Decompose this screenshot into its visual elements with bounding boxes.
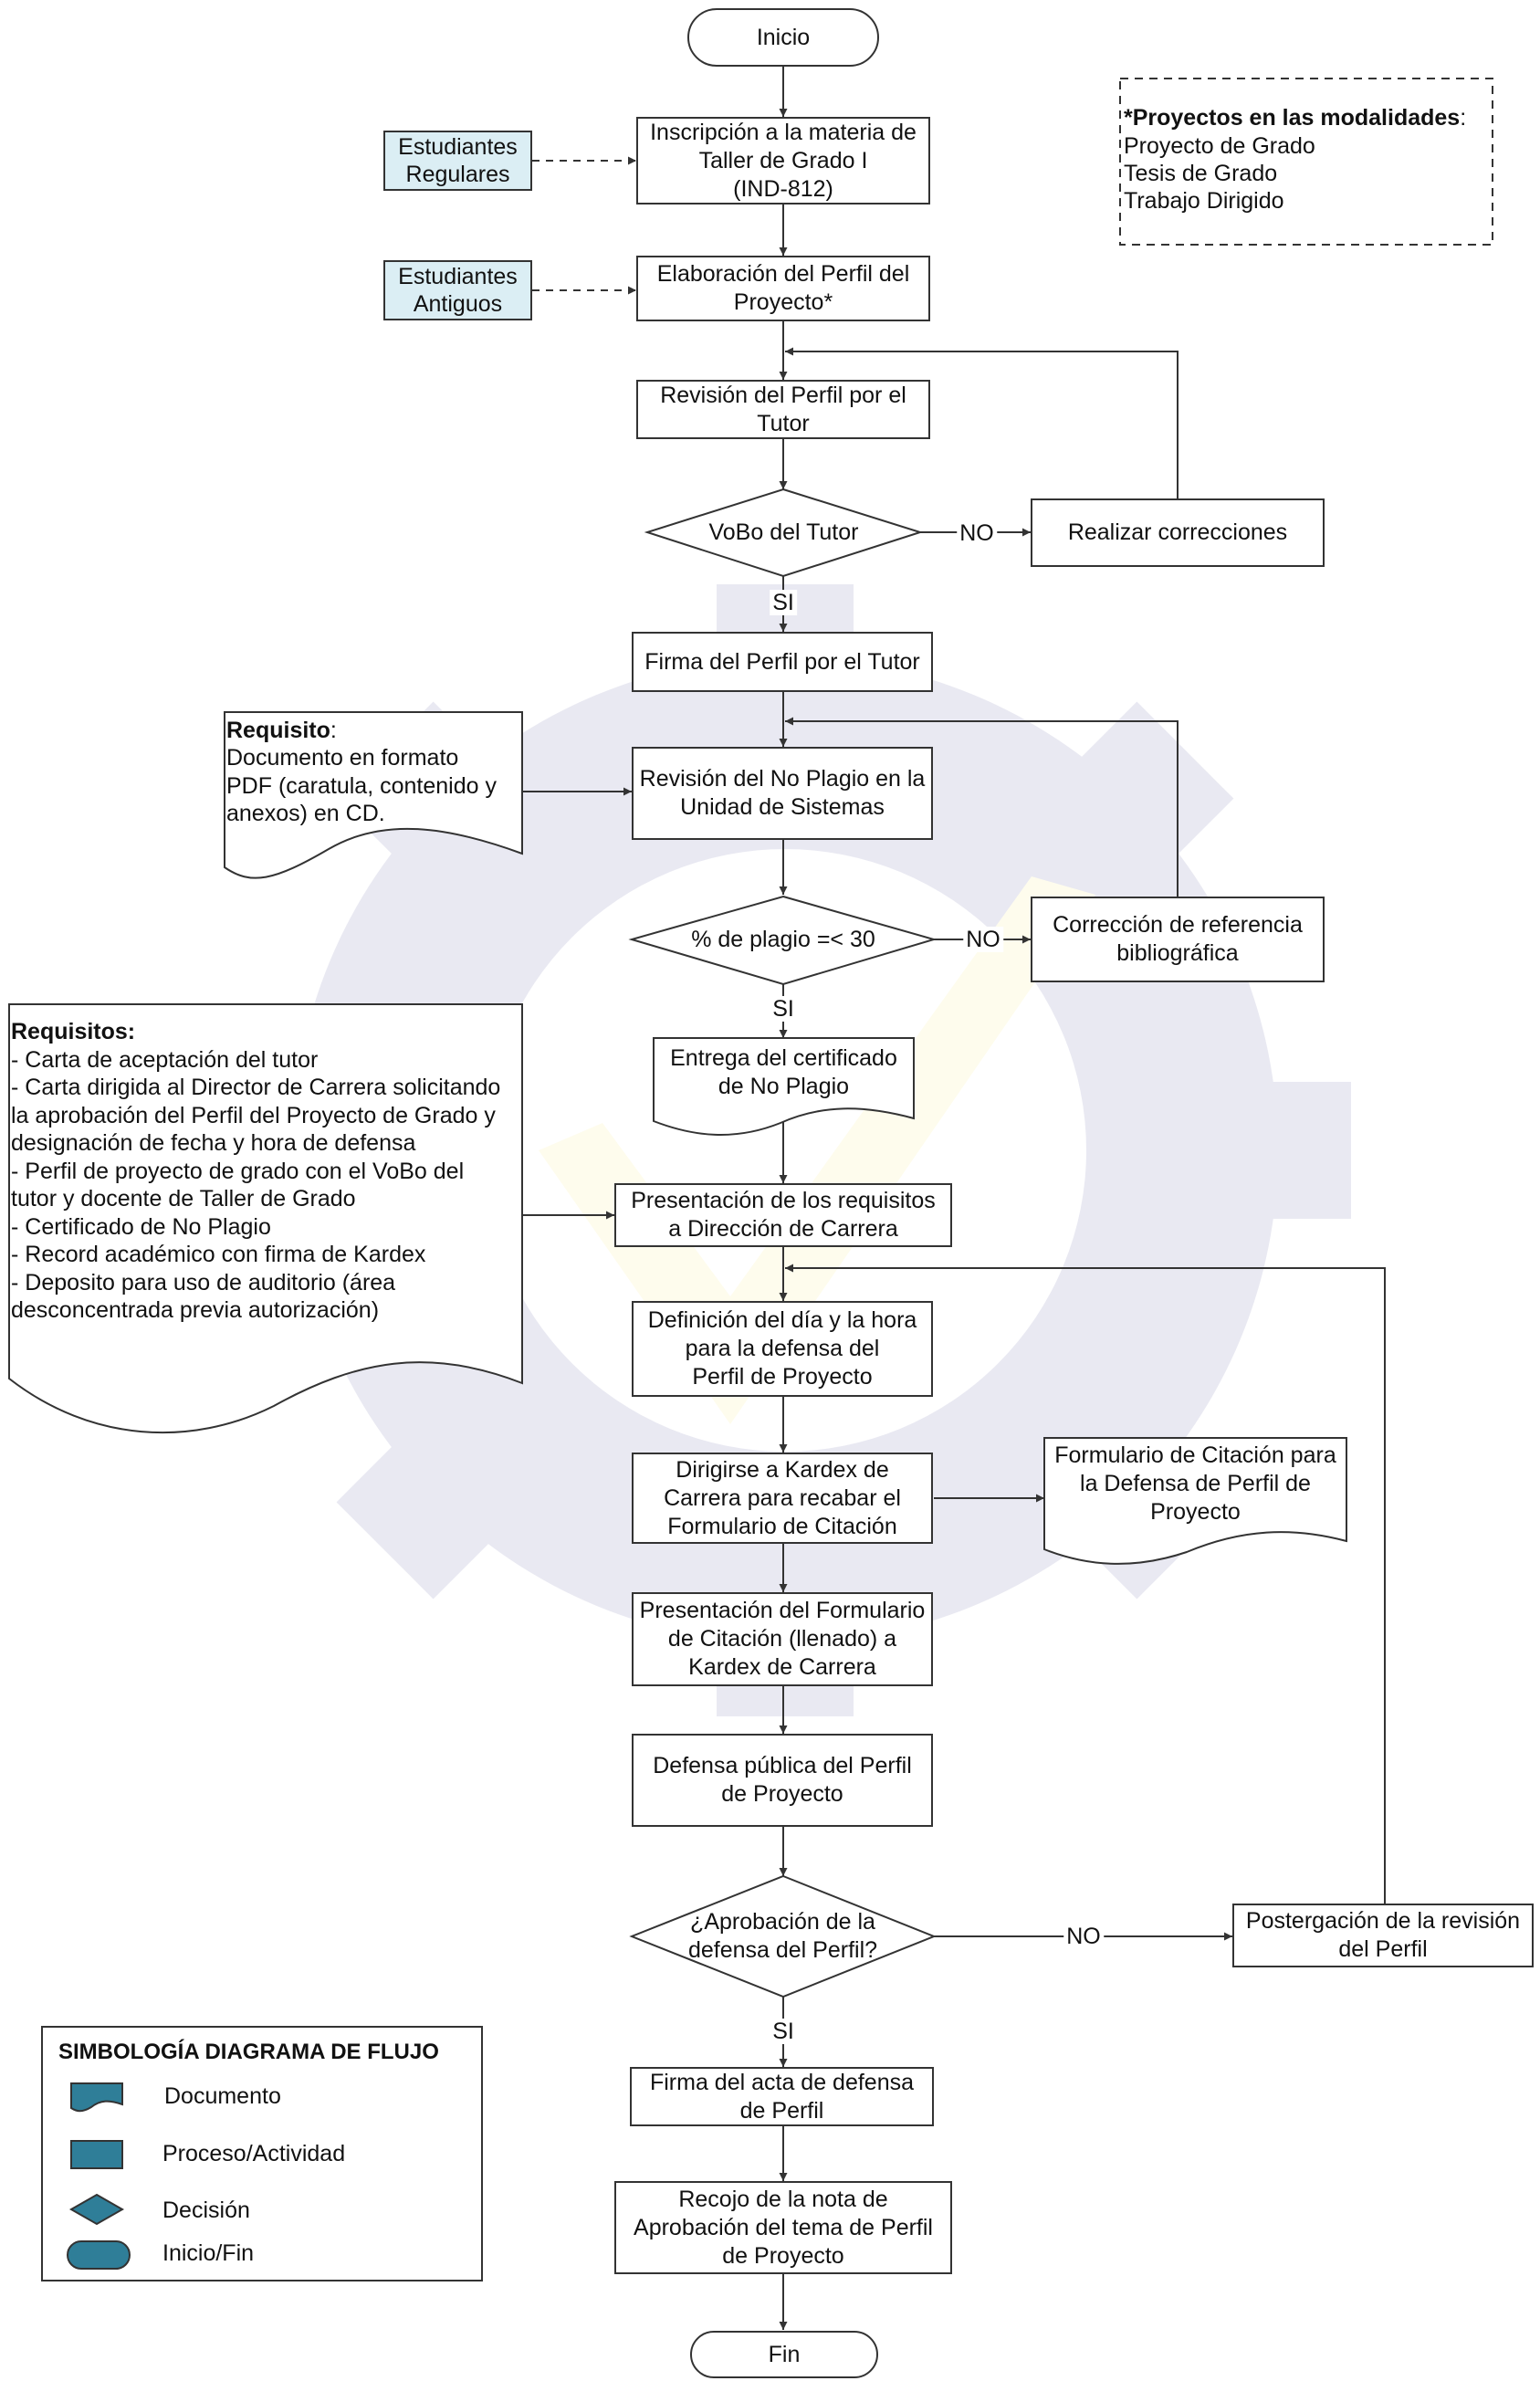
legend-document-label: Documento [164,2083,281,2109]
citation-form-document-shape [1043,1437,1347,1565]
note-box [1119,78,1493,246]
note-title: *Proyectos en las modalidades: [1124,104,1466,132]
requirements-line-1: - Carta de aceptación del tutor [11,1047,319,1073]
label-defense-yes: SI [770,2019,797,2044]
legend-terminal-label: Inicio/Fin [162,2240,255,2266]
step-inscription: Inscripción a la materia de Taller de Gr… [636,117,930,205]
requirements-line-10: desconcentrada previa autorización) [11,1297,380,1323]
step-kardex-visit: Dirigirse a Kardex de Carrera para recab… [632,1453,933,1544]
step-form-submission: Presentación del Formulario de Citación … [632,1592,933,1686]
requirements-line-7: - Certificado de No Plagio [11,1214,271,1240]
legend-decision-label: Decisión [162,2197,250,2223]
source-regular-students: Estudiantes Regulares [383,131,532,191]
requirements-heading: Requisitos: [11,1019,136,1044]
decision-plagiarism: % de plagio =< 30 [691,926,875,952]
step-corrections: Realizar correcciones [1031,498,1325,567]
step-grade-pickup: Recojo de la nota de Aprobación del tema… [614,2181,952,2274]
step-postponement: Postergación de la revisión del Perfil [1232,1904,1534,1967]
note-title-text: *Proyectos en las modalidades [1124,105,1461,131]
start-terminal: Inicio [756,24,811,50]
step-defense-act: Firma del acta de defensa de Perfil [630,2067,934,2126]
start-terminal-shape [687,8,879,67]
step-plagiarism-review: Revisión del No Plagio en la Unidad de S… [632,747,933,840]
end-terminal-shape [690,2331,878,2378]
legend-document-symbol [70,2082,123,2113]
legend-title: SIMBOLOGÍA DIAGRAMA DE FLUJO [58,2040,439,2064]
defense-approval-diamond [629,1874,937,1998]
label-plagiarism-yes: SI [770,996,797,1022]
label-defense-no: NO [1063,1924,1104,1949]
step-public-defense: Defensa pública del Perfil de Proyecto [632,1734,933,1827]
requirements-line-9: - Deposito para uso de auditorio (área [11,1270,396,1295]
legend-process-symbol [70,2140,123,2169]
requirement-cd-heading: Requisito: [226,717,337,745]
note-item-1: Proyecto de Grado [1124,133,1315,159]
document-certificate: Entrega del certificado de No Plagio [670,1045,897,1099]
step-reference-correction: Corrección de referencia bibliográfica [1031,897,1325,982]
plagiarism-diamond [628,895,938,986]
requirement-cd-document-shape [224,711,523,879]
requirements-line-8: - Record académico con firma de Kardex [11,1242,426,1267]
label-plagiarism-no: NO [963,927,1003,952]
label-tutor-yes: SI [770,590,797,615]
step-tutor-review: Revisión del Perfil por el Tutor [636,380,930,439]
note-title-colon: : [1460,105,1467,131]
decision-defense-approval: ¿Aprobación de la defensa del Perfil? [687,1909,878,1963]
requirements-line-4: designación de fecha y hora de defensa [11,1130,416,1156]
document-citation-form: Formulario de Citación para la Defensa d… [1054,1442,1336,1525]
step-profile-elaboration: Elaboración del Perfil del Proyecto* [636,256,930,321]
end-terminal: Fin [768,2341,801,2367]
source-former-students: Estudiantes Antiguos [383,260,532,320]
requirements-line-2: - Carta dirigida al Director de Carrera … [11,1075,501,1100]
step-tutor-signature: Firma del Perfil por el Tutor [632,632,933,692]
requirement-cd-heading-colon: : [330,718,337,743]
step-requirements-submission: Presentación de los requisitos a Direcci… [614,1183,952,1247]
note-item-2: Tesis de Grado [1124,161,1278,186]
note-item-3: Trabajo Dirigido [1124,188,1284,214]
requirements-line-5: - Perfil de proyecto de grado con el VoB… [11,1159,465,1184]
requirements-line-3: la aprobación del Perfil del Proyecto de… [11,1103,496,1128]
label-tutor-no: NO [957,520,997,546]
requirement-cd-line-2: PDF (caratula, contenido y [226,773,497,799]
requirement-cd-heading-text: Requisito [226,718,330,743]
requirement-cd-line-3: anexos) en CD. [226,801,385,826]
legend-decision-symbol [68,2193,125,2226]
legend-terminal-symbol [67,2240,131,2270]
requirements-document-shape [8,1003,523,1434]
requirements-line-6: tutor y docente de Taller de Grado [11,1186,356,1211]
step-defense-date: Definición del día y la hora para la def… [632,1301,933,1397]
certificate-document-shape [653,1037,915,1136]
decision-tutor-approval: VoBo del Tutor [708,519,859,545]
requirement-cd-line-1: Documento en formato [226,745,459,771]
tutor-approval-diamond [644,488,924,578]
legend-process-label: Proceso/Actividad [162,2141,346,2166]
